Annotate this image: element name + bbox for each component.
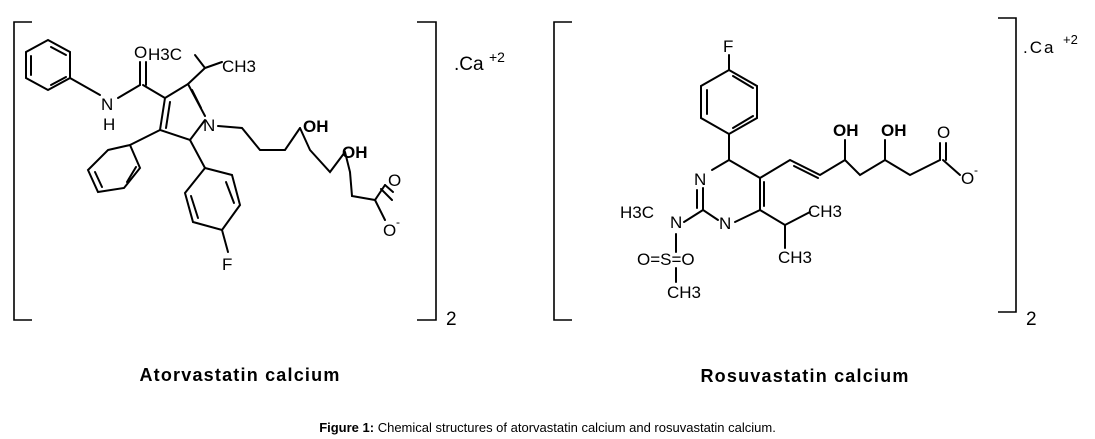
charge-label: +2 bbox=[1063, 32, 1078, 47]
phenyl-ring-amide bbox=[25, 38, 71, 92]
atorvastatin-structure: .Ca +2 2 N H O N H3C CH3 F bbox=[13, 21, 505, 385]
atorvastatin-name: Atorvastatin calcium bbox=[139, 365, 340, 385]
acid-o-minus-label: O bbox=[961, 169, 974, 188]
methyl-n-label: H3C bbox=[620, 203, 654, 222]
acid-o-label: O bbox=[388, 171, 401, 190]
salt-label: .Ca bbox=[1023, 38, 1055, 57]
isopropyl-left-label: H3C bbox=[148, 45, 182, 64]
fluorine-label: F bbox=[222, 255, 232, 274]
charge-label: +2 bbox=[489, 49, 505, 65]
isopropyl-bottom-label: CH3 bbox=[778, 248, 812, 267]
amide-n-label: N bbox=[101, 95, 113, 114]
minus-label: - bbox=[974, 163, 978, 177]
multiplier-label: 2 bbox=[1026, 309, 1037, 330]
acid-o-minus-label: O bbox=[383, 221, 396, 240]
multiplier-label: 2 bbox=[446, 309, 457, 330]
n-methyl-label: N bbox=[670, 213, 682, 232]
carbonyl-o-label: O bbox=[134, 43, 147, 62]
figure-caption: Figure 1: Chemical structures of atorvas… bbox=[0, 420, 1095, 435]
phenyl-ring-pyrrole bbox=[86, 143, 142, 194]
oh2-label: OH bbox=[881, 121, 907, 140]
n-ring-top-label: N bbox=[694, 170, 706, 189]
acid-o-label: O bbox=[937, 123, 950, 142]
sulfonyl-label: O=S=O bbox=[637, 250, 695, 269]
oh1-label: OH bbox=[833, 121, 859, 140]
oh2-label: OH bbox=[342, 143, 368, 162]
rosuvastatin-structure: .Ca +2 2 F N N N H3C O=S=O CH3 CH3 CH3 O… bbox=[553, 17, 1078, 386]
right-bracket bbox=[998, 17, 1017, 313]
fluorine-label: F bbox=[723, 37, 733, 56]
isopropyl-top-label: CH3 bbox=[808, 202, 842, 221]
right-bracket bbox=[417, 21, 437, 321]
rosuvastatin-name: Rosuvastatin calcium bbox=[700, 366, 909, 386]
fluorophenyl-ring bbox=[700, 68, 758, 136]
oh1-label: OH bbox=[303, 117, 329, 136]
n-ring-bottom-label: N bbox=[719, 214, 731, 233]
left-bracket bbox=[553, 21, 572, 321]
left-bracket bbox=[13, 21, 32, 321]
minus-label: - bbox=[396, 215, 400, 229]
caption-text: Chemical structures of atorvastatin calc… bbox=[374, 420, 776, 435]
pyrrole-n-label: N bbox=[203, 116, 215, 135]
amide-h-label: H bbox=[103, 115, 115, 134]
s-methyl-label: CH3 bbox=[667, 283, 701, 302]
isopropyl-right-label: CH3 bbox=[222, 57, 256, 76]
caption-label: Figure 1: bbox=[319, 420, 375, 435]
salt-label: .Ca bbox=[454, 54, 484, 75]
